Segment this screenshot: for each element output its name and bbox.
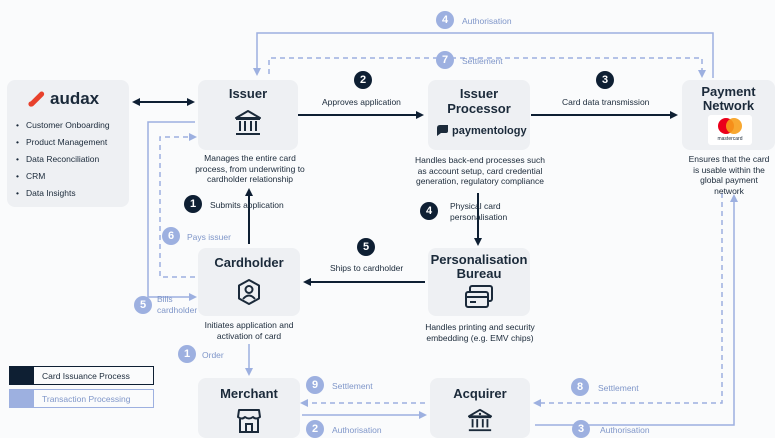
- tx-badge-6: 6: [162, 227, 180, 245]
- tx-label-2: Authorisation: [332, 425, 382, 435]
- arrow-tx-4: [253, 32, 714, 78]
- step-label-3: Card data transmission: [562, 97, 650, 107]
- tx-label-6: Pays issuer: [187, 232, 231, 242]
- legend-swatch-light: [10, 390, 34, 407]
- tx-badge-2: 2: [306, 420, 324, 438]
- arrow-tx-8: [533, 193, 723, 407]
- audax-logo-text: audax: [50, 89, 100, 108]
- mastercard-logo: mastercard: [708, 115, 752, 145]
- tx-label-1: Order: [202, 350, 224, 360]
- mastercard-icon: [718, 118, 742, 134]
- tx-badge-9: 9: [306, 376, 324, 394]
- arrow-tx-3: [535, 194, 738, 426]
- store-icon: [237, 409, 261, 433]
- merchant-card: Merchant: [198, 378, 300, 438]
- network-description: Ensures that the card is usable within t…: [688, 154, 770, 196]
- step-label-5: Ships to cardholder: [330, 263, 404, 273]
- tx-badge-5: 5: [134, 296, 152, 314]
- cardholder-title: Cardholder: [214, 255, 284, 270]
- step-label-4a: Physical card: [450, 201, 501, 211]
- tx-label-4: Authorisation: [462, 16, 512, 26]
- issuer-description: Manages the entire card process, from un…: [195, 153, 305, 185]
- card-stack-icon: [465, 285, 493, 308]
- issuer-processor-card: Issuer Processor paymentology: [428, 80, 530, 150]
- acquirer-title: Acquirer: [453, 386, 507, 401]
- cardholder-card: Cardholder: [198, 248, 300, 316]
- merchant-title: Merchant: [220, 386, 278, 401]
- legend-card-issuance: Card Issuance Process: [9, 366, 154, 385]
- bureau-title-line1: Personalisation: [430, 252, 528, 267]
- tx-label-8: Settlement: [598, 383, 639, 393]
- audax-logo-icon: [28, 91, 45, 107]
- legend-card-issuance-label: Card Issuance Process: [42, 371, 130, 381]
- paymentology-logo: paymentology: [436, 124, 527, 137]
- step-badge-4: 4: [420, 202, 438, 220]
- tx-badge-3: 3: [572, 420, 590, 438]
- step-badge-1: 1: [184, 195, 202, 213]
- network-title-line1: Payment: [701, 84, 756, 99]
- acquirer-card: Acquirer: [430, 378, 530, 438]
- tx-badge-1: 1: [178, 345, 196, 363]
- processor-title-line1: Issuer: [459, 86, 499, 101]
- paymentology-icon: [437, 125, 448, 136]
- tx-label-5a: Bills: [157, 294, 173, 304]
- tx-label-5b: cardholder: [157, 305, 198, 315]
- issuer-card: Issuer: [198, 80, 298, 150]
- personalisation-bureau-card: Personalisation Bureau: [428, 248, 530, 316]
- step-label-1: Submits application: [210, 200, 284, 210]
- step-label-2: Approves application: [322, 97, 401, 107]
- audax-item: Data Insights: [16, 188, 110, 198]
- mastercard-text: mastercard: [717, 136, 743, 142]
- bank-icon: [235, 110, 261, 135]
- arrow-tx-5: [147, 121, 197, 301]
- legend-transaction: Transaction Processing: [9, 389, 154, 408]
- audax-item: CRM: [16, 171, 110, 181]
- bureau-title-line2: Bureau: [456, 266, 502, 281]
- audax-logo: audax: [27, 89, 99, 109]
- arrow-tx-6: [159, 133, 197, 278]
- step-badge-5: 5: [357, 238, 375, 256]
- tx-badge-7: 7: [436, 51, 454, 69]
- legend-transaction-label: Transaction Processing: [42, 394, 131, 404]
- tx-badge-4: 4: [436, 11, 454, 29]
- audax-item: Data Reconciliation: [16, 154, 110, 164]
- tx-label-7: Settlement: [462, 56, 503, 66]
- audax-feature-list: Customer Onboarding Product Management D…: [16, 120, 110, 205]
- legend-swatch-dark: [10, 367, 34, 384]
- audax-item: Product Management: [16, 137, 110, 147]
- tx-label-9: Settlement: [332, 381, 373, 391]
- bureau-description: Handles printing and security embedding …: [425, 322, 535, 343]
- audax-card: audax Customer Onboarding Product Manage…: [7, 80, 129, 207]
- audax-item: Customer Onboarding: [16, 120, 110, 130]
- step-badge-3: 3: [596, 71, 614, 89]
- cardholder-description: Initiates application and activation of …: [204, 320, 294, 341]
- tx-label-3: Authorisation: [600, 425, 650, 435]
- issuer-title: Issuer: [228, 86, 268, 101]
- step-badge-2: 2: [354, 71, 372, 89]
- processor-description: Handles back-end processes such as accou…: [415, 155, 545, 187]
- payment-network-card: Payment Network mastercard: [682, 80, 775, 150]
- processor-title-line2: Processor: [447, 101, 511, 116]
- bank-icon: [467, 408, 493, 432]
- step-label-4b: personalisation: [450, 212, 508, 222]
- paymentology-text: paymentology: [452, 124, 527, 137]
- network-title-line2: Network: [702, 98, 755, 113]
- user-icon: [238, 279, 260, 305]
- tx-badge-8: 8: [571, 378, 589, 396]
